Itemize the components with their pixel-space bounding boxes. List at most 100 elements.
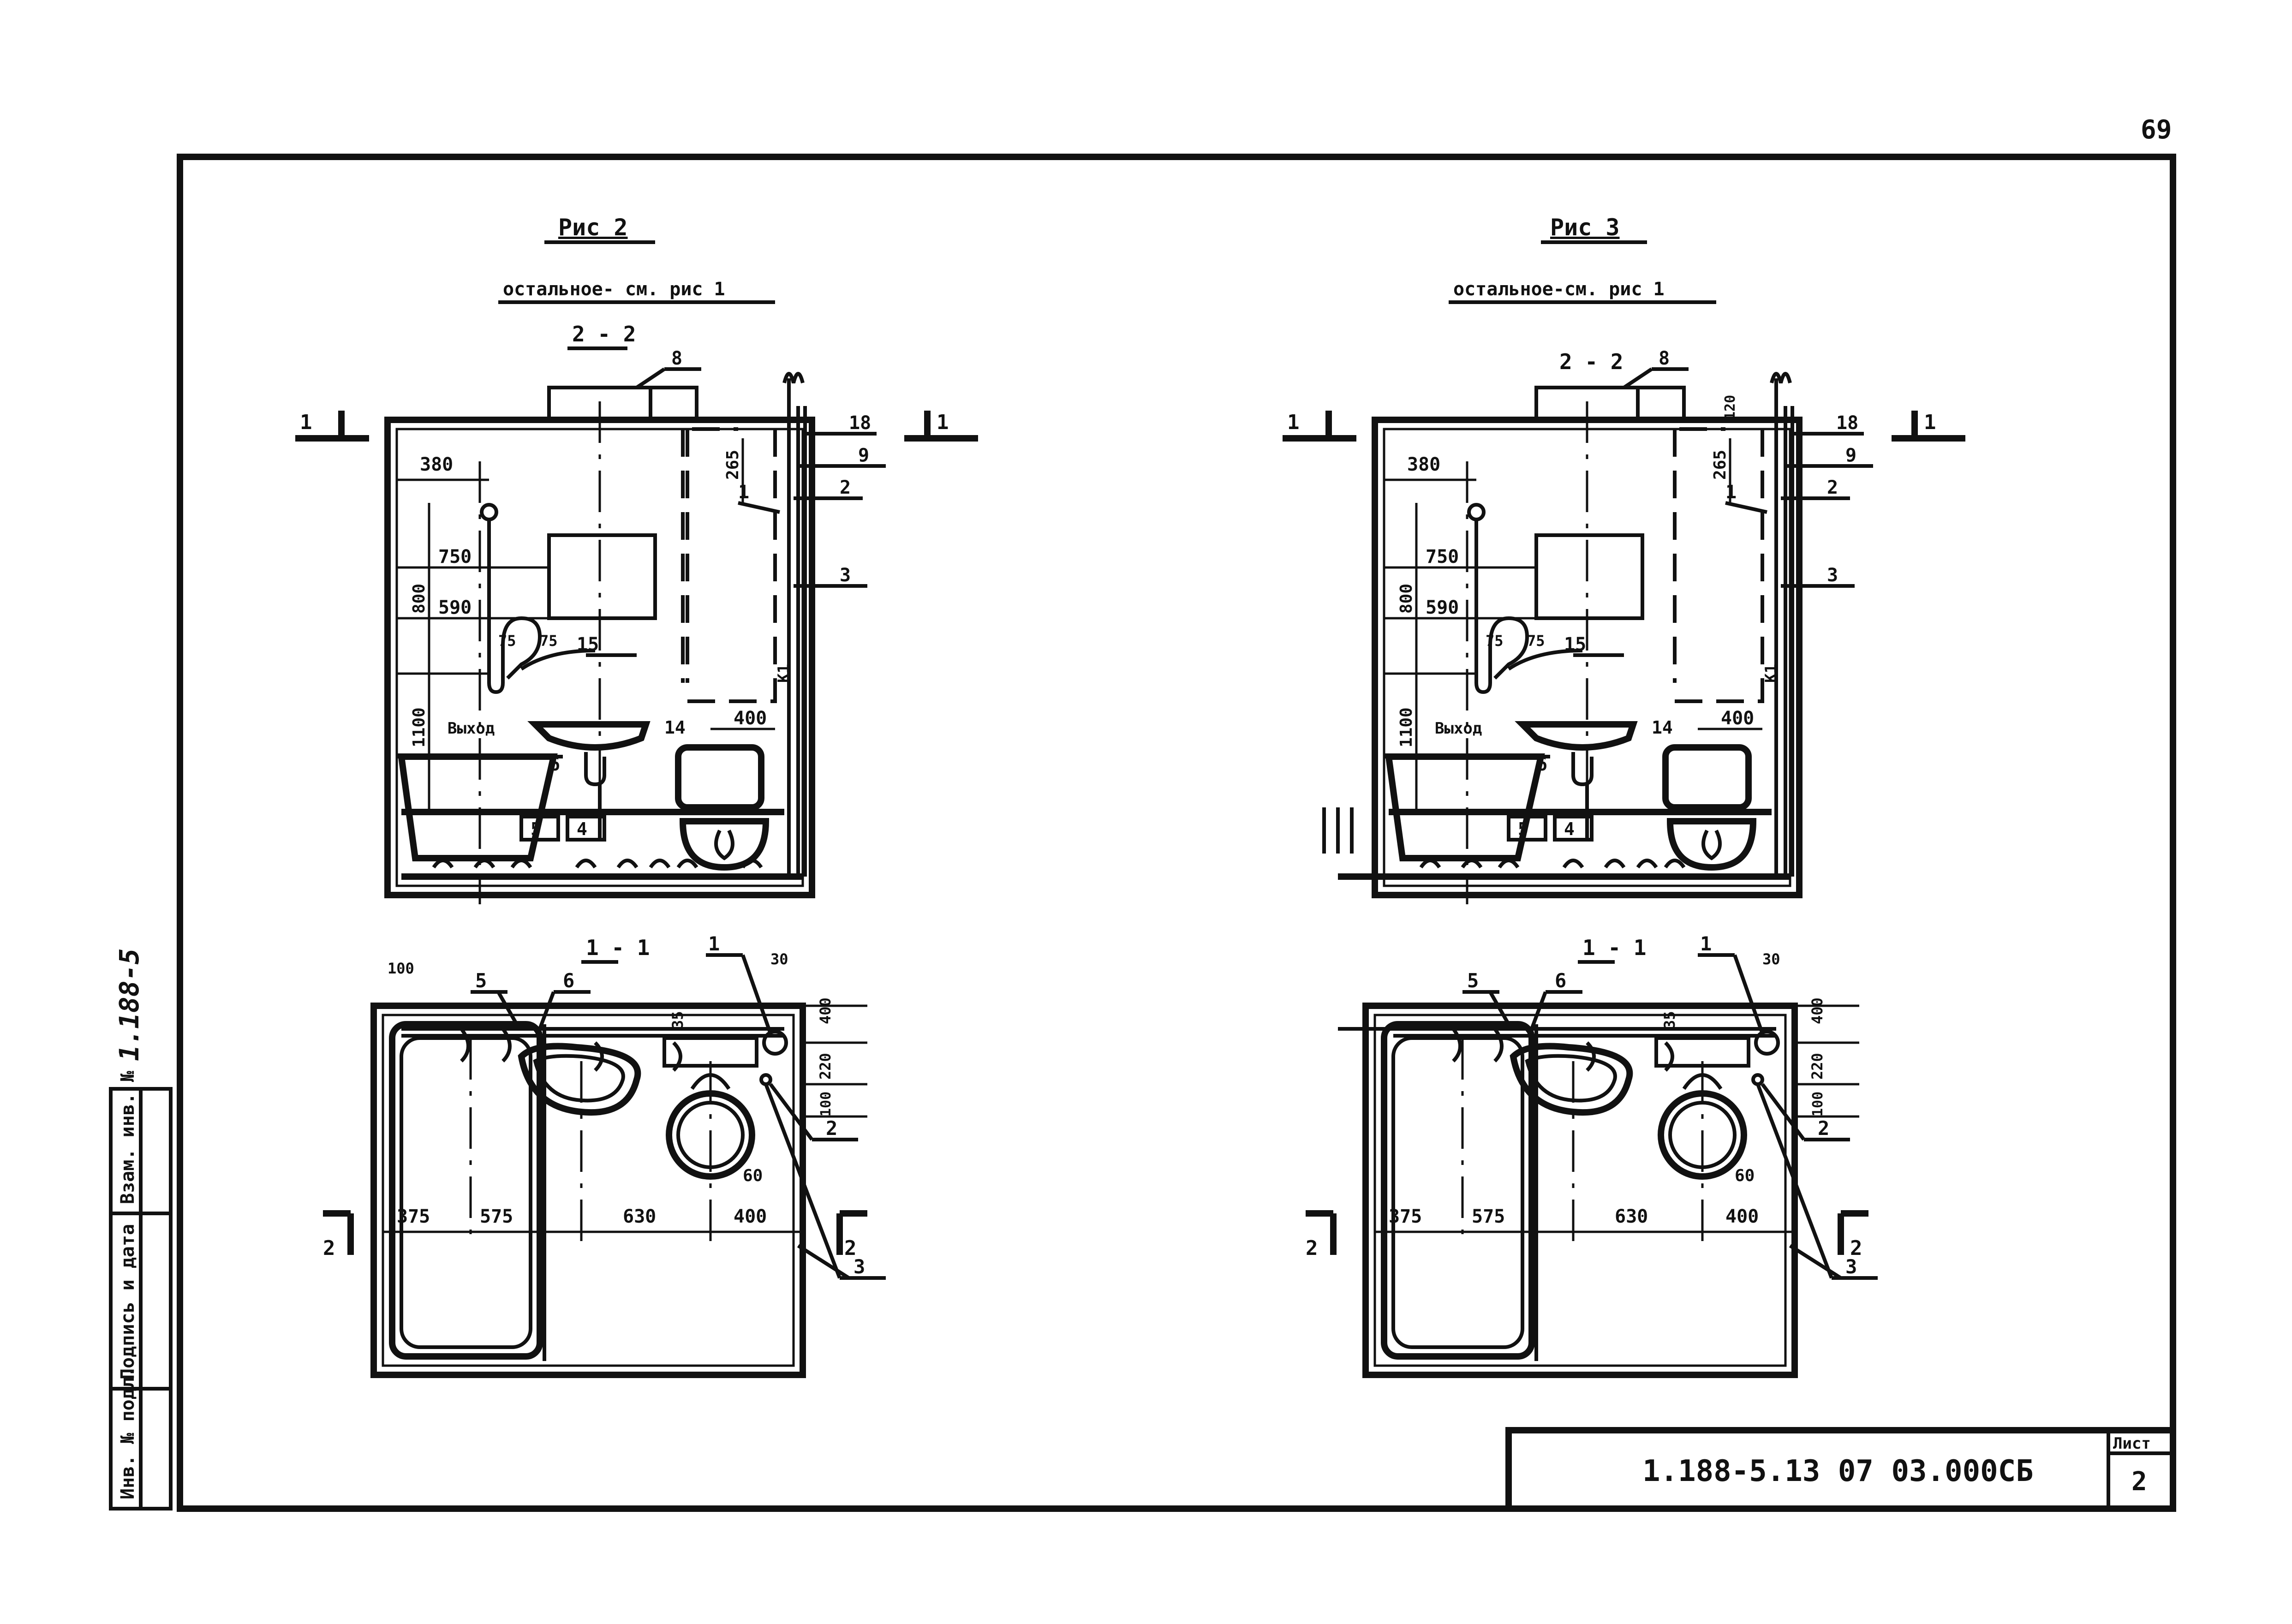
- label-3: 3: [840, 565, 851, 586]
- label-8: 8: [671, 348, 682, 369]
- bathtub: [1385, 753, 1545, 861]
- label-4: 4: [1564, 819, 1575, 839]
- dim-380: 380: [420, 454, 453, 475]
- plan-label-5: 5: [475, 969, 487, 992]
- sheet-border: [177, 154, 2176, 1512]
- dim-220: 220: [817, 1053, 834, 1080]
- mirror: [547, 533, 657, 620]
- section-label: 2 - 2: [1559, 349, 1623, 374]
- toilet-bowl: [679, 818, 770, 871]
- fig-title: Рис 3: [1550, 214, 1620, 241]
- ventilation-block: [1534, 386, 1686, 422]
- dim-400v: 400: [1809, 997, 1826, 1024]
- label-6: 6: [549, 754, 560, 775]
- wash-basin: [1515, 721, 1638, 751]
- dim-30: 30: [770, 950, 788, 968]
- plan-label-2: 2: [826, 1117, 837, 1140]
- plan-label-2: 2: [1818, 1117, 1829, 1140]
- dim-400: 400: [734, 708, 767, 729]
- dim-375: 375: [1389, 1206, 1422, 1227]
- wash-basin: [527, 721, 651, 751]
- fig-title: Рис 2: [558, 214, 628, 241]
- label-2: 2: [840, 477, 851, 498]
- ventilation-block: [547, 386, 698, 422]
- title-block-frame: [1505, 1427, 2176, 1512]
- plan-wall: [1362, 1003, 1798, 1378]
- bathtub-plan: [1381, 1021, 1535, 1360]
- dim-800: 800: [1397, 584, 1416, 614]
- label-vyhod: Выход: [448, 719, 495, 738]
- section-2-2: 1 1: [295, 348, 978, 904]
- dim-100b: 100: [818, 1092, 834, 1116]
- dim-630: 630: [623, 1206, 656, 1227]
- label-14: 14: [664, 717, 686, 738]
- dim-1100: 1100: [410, 707, 429, 747]
- bathtub: [397, 753, 558, 861]
- doc-code: 1.188-5.13 07 03.000СБ: [1642, 1454, 2034, 1488]
- label-k1: К1: [1762, 664, 1780, 683]
- label-6: 6: [1536, 754, 1547, 775]
- toilet-cistern: [1662, 744, 1752, 811]
- cut-mark-plan-left: 2: [1306, 1236, 1318, 1260]
- cut-mark-plan-left: 2: [323, 1236, 335, 1260]
- label-9: 9: [1845, 445, 1856, 466]
- dim-590: 590: [438, 597, 472, 618]
- stamp-cell-sign: Подпись и дата: [117, 1224, 138, 1379]
- toilet-bowl: [1666, 818, 1757, 871]
- page-number: 69: [2141, 115, 2172, 145]
- cut-mark-plan-right: 2: [844, 1236, 857, 1260]
- label-5: 5: [1518, 819, 1528, 839]
- dim-375: 375: [397, 1206, 430, 1227]
- dim-630: 630: [1615, 1206, 1648, 1227]
- dim-265: 265: [723, 450, 742, 480]
- dim-750: 750: [1426, 546, 1459, 567]
- label-1: 1: [1725, 482, 1737, 503]
- plan-wall: [370, 1003, 806, 1378]
- dim-400v: 400: [817, 997, 834, 1024]
- figure-2: Рис 2 остальное- см. рис 1 2 - 2 1 1: [295, 214, 978, 1378]
- label-k1: К1: [775, 664, 793, 683]
- plan-label: 1 - 1: [586, 935, 650, 960]
- label-8: 8: [1659, 348, 1670, 369]
- dim-120: 120: [1722, 395, 1738, 420]
- fig-note: остальное- см. рис 1: [503, 279, 725, 300]
- mirror: [1534, 533, 1644, 620]
- plan-label-1: 1: [708, 932, 720, 955]
- fig-note: остальное-см. рис 1: [1453, 279, 1665, 300]
- dim-75b: 75: [540, 632, 558, 650]
- left-stamp: Инв. № подл. Подпись и дата Взам. инв. №…: [109, 949, 173, 1511]
- dim-400: 400: [1725, 1206, 1759, 1227]
- dim-265: 265: [1711, 450, 1730, 480]
- cut-mark-right: 1: [937, 411, 949, 434]
- label-18: 18: [849, 412, 871, 434]
- figure-3: Рис 3 остальное-см. рис 1 2 - 2 1 1: [1283, 214, 1965, 1378]
- bathtub-plan: [389, 1021, 543, 1360]
- plan-label-6: 6: [1555, 969, 1566, 992]
- label-4: 4: [577, 819, 587, 839]
- dim-380: 380: [1407, 454, 1440, 475]
- section-label: 2 - 2: [572, 322, 636, 346]
- label-vyhod: Выход: [1435, 719, 1482, 738]
- dim-35: 35: [1661, 1011, 1678, 1029]
- dim-590: 590: [1426, 597, 1459, 618]
- label-5: 5: [531, 819, 541, 839]
- dim-750: 750: [438, 546, 472, 567]
- plan-1-1: 2 2: [323, 932, 886, 1378]
- title-block: 1.188-5.13 07 03.000СБ Лист 2: [1505, 1427, 2176, 1512]
- basin-plan: [518, 1043, 641, 1116]
- margin-code: 1.188-5: [113, 949, 145, 1061]
- label-15: 15: [1564, 634, 1586, 655]
- dim-75a: 75: [1486, 632, 1504, 650]
- dim-60: 60: [743, 1166, 763, 1185]
- label-1: 1: [738, 482, 749, 503]
- dim-35: 35: [669, 1011, 686, 1029]
- label-14: 14: [1652, 717, 1673, 738]
- plan-label-3: 3: [1845, 1255, 1857, 1278]
- plan-label-3: 3: [854, 1255, 865, 1278]
- dim-100b: 100: [1810, 1092, 1826, 1116]
- dim-400: 400: [1721, 708, 1754, 729]
- plan-label: 1 - 1: [1582, 935, 1646, 960]
- sheet-number: 2: [2131, 1467, 2147, 1497]
- cut-mark-left: 1: [1287, 411, 1300, 434]
